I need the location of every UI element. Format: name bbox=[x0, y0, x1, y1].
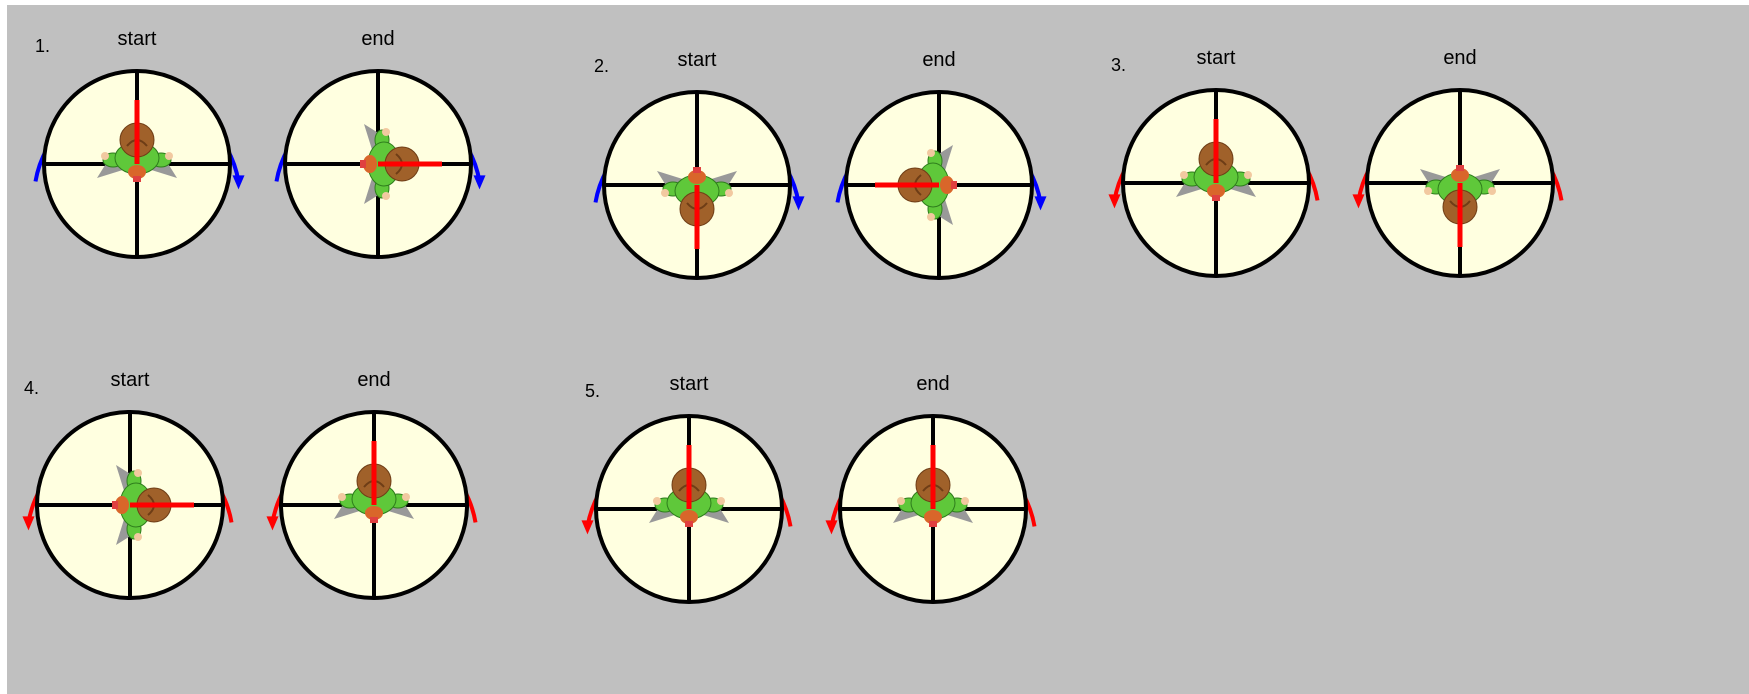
end-label: end bbox=[361, 28, 394, 50]
dial-item-3-end: end bbox=[1352, 47, 1564, 278]
dial-item-4-start: start bbox=[22, 369, 234, 600]
dial-item-5-end: end bbox=[825, 373, 1037, 604]
rotation-arrowhead-icon bbox=[473, 175, 486, 190]
dial-item-2-end: end bbox=[835, 49, 1047, 280]
dial-item-1-start: start bbox=[33, 28, 245, 259]
end-label: end bbox=[357, 369, 390, 391]
start-label: start bbox=[670, 373, 709, 395]
dial-item-1-end: end bbox=[274, 28, 486, 259]
rotation-arrowhead-icon bbox=[581, 520, 594, 535]
dial-item-3-start: start bbox=[1108, 47, 1320, 278]
rotation-arrowhead-icon bbox=[1352, 194, 1365, 209]
end-label: end bbox=[922, 49, 955, 71]
item-number: 3. bbox=[1111, 55, 1126, 75]
start-label: start bbox=[678, 49, 717, 71]
rotation-arrowhead-icon bbox=[825, 520, 838, 535]
item-number: 5. bbox=[585, 381, 600, 401]
start-label: start bbox=[1197, 47, 1236, 69]
dial-item-2-start: start bbox=[593, 49, 805, 280]
person-top-view-icon bbox=[1420, 165, 1500, 225]
start-label: start bbox=[118, 28, 157, 50]
rotation-arrowhead-icon bbox=[1034, 196, 1047, 211]
end-label: end bbox=[916, 373, 949, 395]
rotation-arrowhead-icon bbox=[792, 196, 805, 211]
dial-item-4-end: end bbox=[266, 369, 478, 600]
start-label: start bbox=[111, 369, 150, 391]
rotation-arrowhead-icon bbox=[22, 516, 35, 531]
rotation-arrowhead-icon bbox=[232, 175, 245, 190]
item-number: 2. bbox=[594, 56, 609, 76]
person-top-view-icon bbox=[334, 463, 414, 523]
dial-item-5-start: start bbox=[581, 373, 793, 604]
rotation-arrowhead-icon bbox=[266, 516, 279, 531]
end-label: end bbox=[1443, 47, 1476, 69]
rotation-arrowhead-icon bbox=[1108, 194, 1121, 209]
item-number: 1. bbox=[35, 36, 50, 56]
item-number: 4. bbox=[24, 378, 39, 398]
